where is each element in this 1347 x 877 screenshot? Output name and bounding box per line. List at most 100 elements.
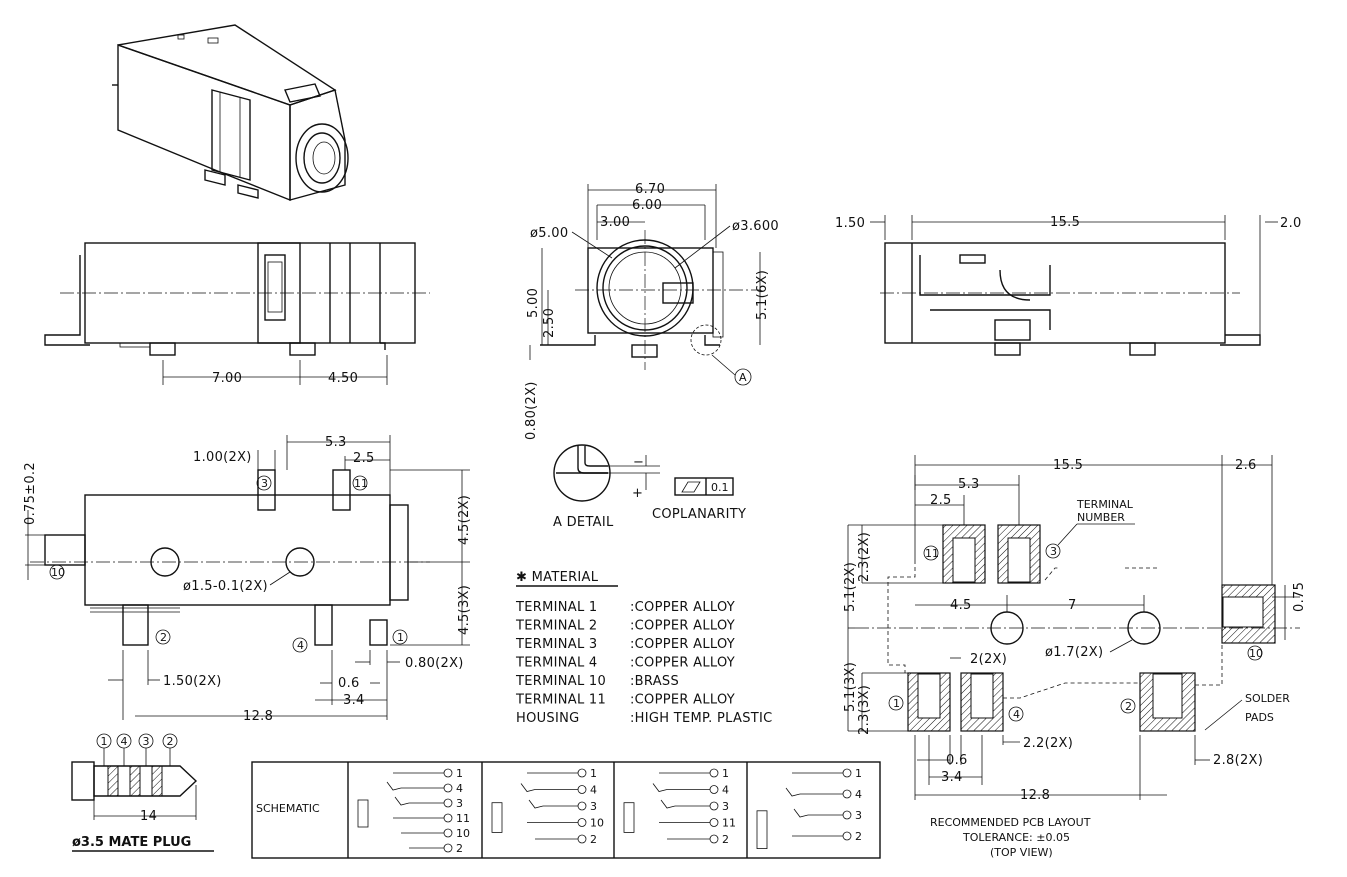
schematic-label-0-2: 3 <box>456 797 463 810</box>
schematic-node-2-3 <box>709 818 719 827</box>
pcb-pin-10: 10 <box>1249 647 1263 660</box>
schematic-label-2-3: 11 <box>722 817 736 830</box>
material-value-5: :COPPER ALLOY <box>630 693 735 708</box>
detail-minus: − <box>633 455 644 470</box>
dim-06: 0.6 <box>338 676 360 691</box>
hole-dia: ø1.5-0.1(2X) <box>183 579 268 594</box>
schematic-label-1-0: 1 <box>590 767 597 780</box>
dia-500: ø5.00 <box>530 226 568 241</box>
pcb-pin-11: 11 <box>925 547 939 560</box>
schematic-label-2-1: 4 <box>722 784 729 797</box>
schematic-spring-1-1 <box>520 783 536 792</box>
schematic-title: SCHEMATIC <box>256 802 320 815</box>
pcb-dim-155: 15.5 <box>1053 458 1083 473</box>
detail-plus: + <box>632 486 643 501</box>
dim-45-3x: 4.5(3X) <box>457 585 472 635</box>
schematic-node-0-5 <box>443 843 453 853</box>
schematic-label-0-1: 4 <box>456 782 463 795</box>
material-name-4: TERMINAL 10 <box>515 674 606 689</box>
schematic-label-1-2: 3 <box>590 800 597 813</box>
pin-4: 4 <box>297 639 304 652</box>
detail-label: A DETAIL <box>553 515 614 530</box>
top-view: 3 11 10 2 4 1 5.3 1.00(2X) 2.5 0.75±0.2 … <box>23 435 472 724</box>
schematic-label-0-4: 10 <box>456 827 470 840</box>
dim-20: 2.0 <box>1280 216 1302 231</box>
dim-250v: 2.50 <box>542 308 557 338</box>
schematic-label-3-1: 4 <box>855 788 862 801</box>
pcb-dim-53: 5.3 <box>958 477 980 492</box>
schematic-label-0-0: 1 <box>456 767 463 780</box>
schematic-node-0-3 <box>443 813 453 823</box>
material-name-3: TERMINAL 4 <box>515 656 598 671</box>
schematic-node-2-4 <box>709 834 719 844</box>
schematic-node-1-1 <box>577 785 587 794</box>
dim-100-2x: 1.00(2X) <box>193 450 252 465</box>
pcb-dim-075: 0.75 <box>1292 582 1307 612</box>
terminal-number-l1: TERMINAL <box>1076 498 1134 511</box>
dim-670: 6.70 <box>635 182 665 197</box>
material-title: ✱ MATERIAL <box>516 570 599 585</box>
plug-dim-14: 14 <box>140 809 157 824</box>
material-name-0: TERMINAL 1 <box>515 600 598 615</box>
detail-ref-a: A <box>739 371 747 384</box>
pcb-dim-22-2x: 2.2(2X) <box>1023 736 1073 751</box>
material-name-2: TERMINAL 3 <box>515 637 598 652</box>
pin-3: 3 <box>261 477 268 490</box>
schematic-label-2-2: 3 <box>722 800 729 813</box>
solder-l1: SOLDER <box>1245 692 1290 705</box>
dim-080-2x: 0.80(2X) <box>524 381 539 440</box>
pad-2 <box>1139 672 1196 732</box>
pcb-hole-dia: ø1.7(2X) <box>1045 645 1103 660</box>
pcb-layout: 15.5 2.6 5.3 2.5 TERMINAL NUMBER 11 3 1 … <box>843 455 1307 859</box>
isometric-view <box>112 24 349 202</box>
schematic-node-0-0 <box>443 768 453 778</box>
pcb-dim-45: 4.5 <box>950 598 972 613</box>
pcb-dim-23-3x: 2.3(3X) <box>857 685 872 735</box>
pcb-dim-06: 0.6 <box>946 753 968 768</box>
schematic-spring-3-1 <box>785 787 801 797</box>
dim-600: 6.00 <box>632 198 662 213</box>
dim-075: 0.75±0.2 <box>23 462 38 525</box>
plug-label: ø3.5 MATE PLUG <box>72 835 191 850</box>
pcb-dim-28-2x: 2.8(2X) <box>1213 753 1263 768</box>
schematic-label-3-2: 3 <box>855 809 862 822</box>
pin-11: 11 <box>354 477 368 490</box>
pcb-pin-1: 1 <box>893 697 900 710</box>
plug-pin-1: 4 <box>121 735 128 748</box>
schematic-node-0-1 <box>443 783 453 793</box>
pcb-dim-7: 7 <box>1068 598 1077 613</box>
dim-150: 1.50 <box>835 216 865 231</box>
solder-l2: PADS <box>1245 711 1274 724</box>
detail-a: − + 0.1 A DETAIL COPLANARITY <box>553 444 746 530</box>
pin-10: 10 <box>51 566 65 579</box>
schematic-node-2-1 <box>709 785 719 794</box>
schematic-spring-2-2 <box>660 799 676 809</box>
schematic-label-3-3: 2 <box>855 830 862 843</box>
schematic-node-1-0 <box>577 768 587 778</box>
rear-view: 1.50 15.5 2.0 <box>835 215 1302 356</box>
material-value-6: :HIGH TEMP. PLASTIC <box>630 711 773 726</box>
schematic-label-1-4: 2 <box>590 833 597 846</box>
schematic-label-3-0: 1 <box>855 767 862 780</box>
plug-pin-2: 3 <box>143 735 150 748</box>
schematic-node-0-2 <box>443 798 453 808</box>
material-table: ✱ MATERIAL TERMINAL 1 :COPPER ALLOY TERMIN… <box>515 570 773 726</box>
coplanarity-value: 0.1 <box>711 481 729 494</box>
pcb-caption-l2: TOLERANCE: ±0.05 <box>962 831 1070 844</box>
schematic-spring-2-1 <box>652 783 668 792</box>
coplanarity-label: COPLANARITY <box>652 507 746 522</box>
pcb-pin-3: 3 <box>1050 545 1057 558</box>
schematic-node-1-3 <box>577 818 587 827</box>
dim-34: 3.4 <box>343 693 365 708</box>
pin-1: 1 <box>397 631 404 644</box>
schematic-node-3-3 <box>842 831 852 841</box>
schematic-node-3-1 <box>842 789 852 799</box>
schematic-spring-0-1 <box>386 781 402 791</box>
